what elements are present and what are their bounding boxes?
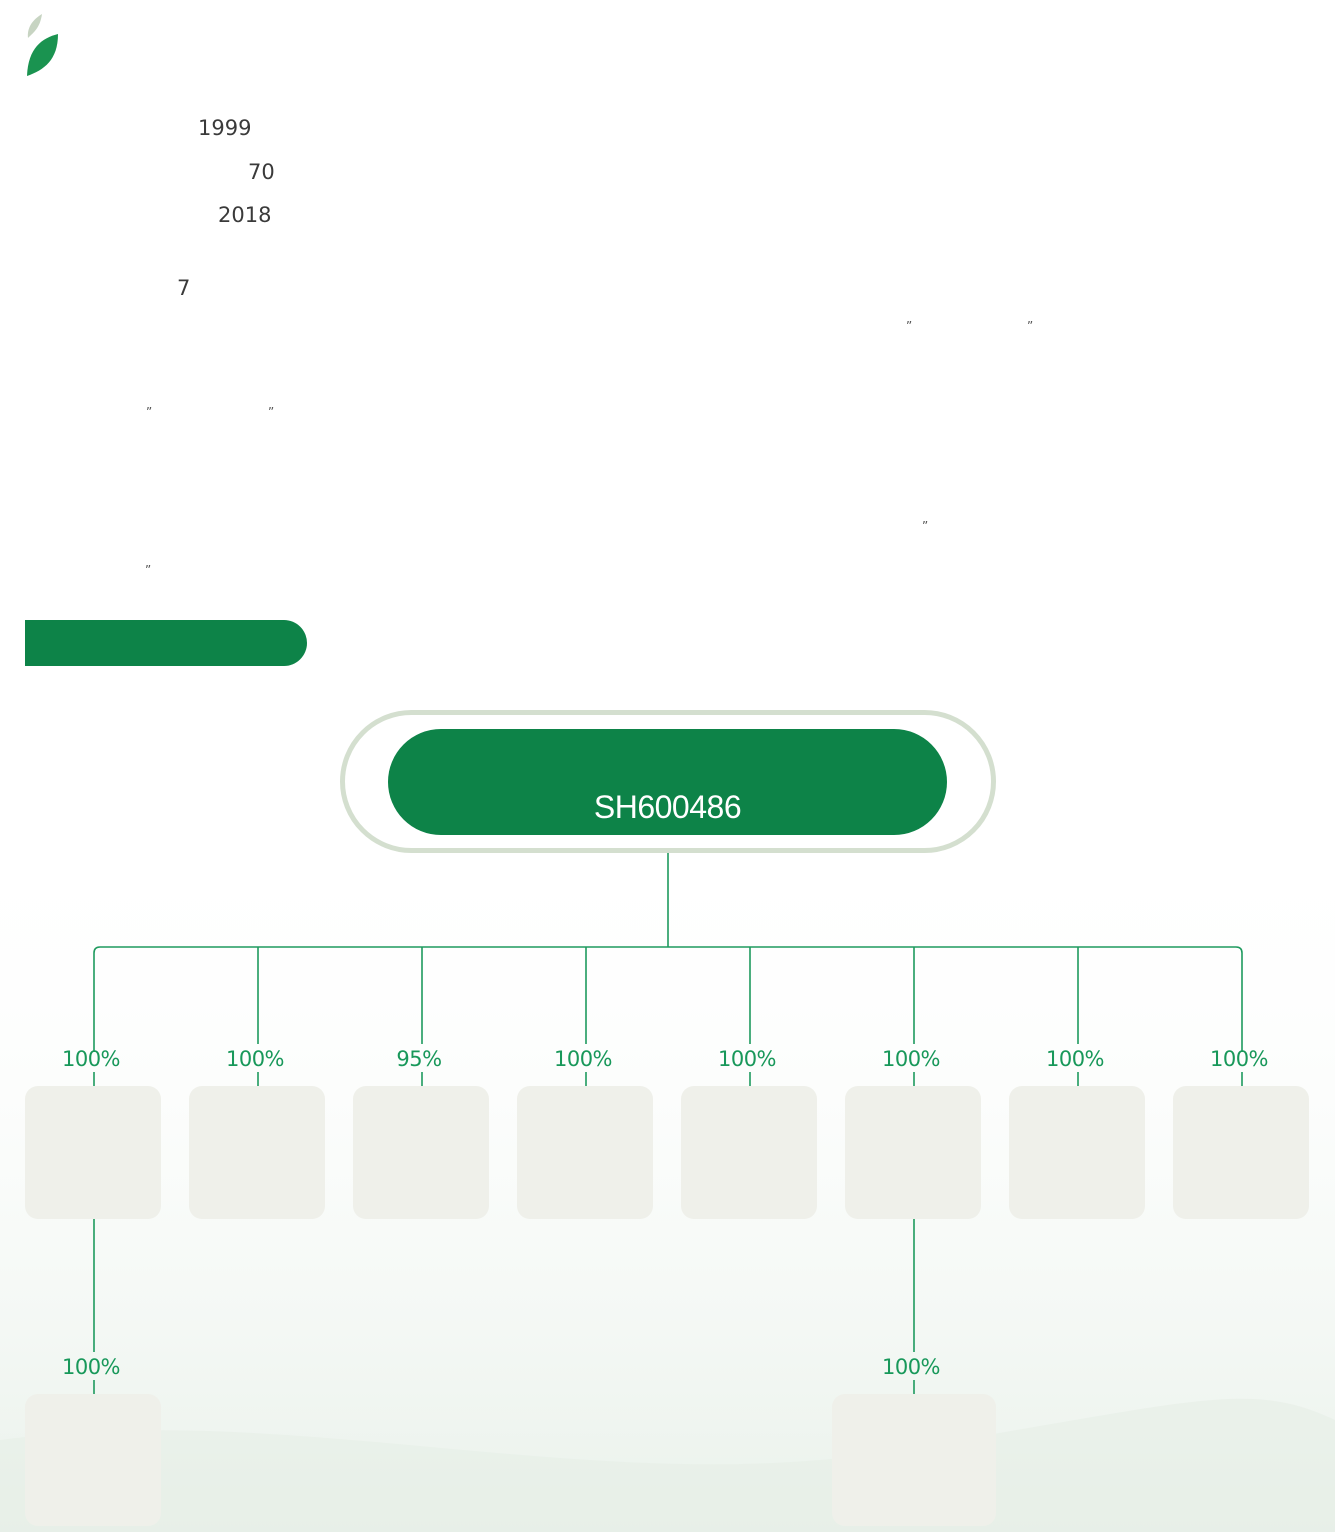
intro-number-70: 70: [248, 160, 275, 184]
share-label: 100%: [1045, 1047, 1105, 1071]
intro-number-7: 7: [177, 276, 191, 300]
subsidiary-box: [25, 1086, 161, 1219]
section-title-bar: [25, 620, 307, 666]
stock-code: SH600486: [593, 789, 742, 825]
root-company-node: SH600486: [388, 729, 947, 835]
share-label: 100%: [553, 1047, 613, 1071]
sub-subsidiary-box: [832, 1394, 996, 1526]
subsidiary-box: [681, 1086, 817, 1219]
company-logo-icon: [27, 14, 58, 76]
share-label: 100%: [881, 1047, 941, 1071]
share-label: 95%: [396, 1047, 442, 1071]
share-label: 100%: [61, 1355, 121, 1379]
share-label: 100%: [61, 1047, 121, 1071]
share-label: 100%: [1209, 1047, 1269, 1071]
subsidiary-box: [845, 1086, 981, 1219]
share-label: 100%: [225, 1047, 285, 1071]
subsidiary-box: [189, 1086, 325, 1219]
subsidiary-box: [517, 1086, 653, 1219]
quote-mark: ”: [922, 519, 929, 533]
quote-mark: ”: [146, 405, 153, 419]
intro-year-2018: 2018: [218, 203, 272, 227]
subsidiary-box: [1009, 1086, 1145, 1219]
quote-mark: ”: [1027, 319, 1034, 333]
quote-mark: ”: [268, 405, 275, 419]
subsidiary-box: [353, 1086, 489, 1219]
sub-subsidiary-box: [25, 1394, 161, 1526]
subsidiary-box: [1173, 1086, 1309, 1219]
share-label: 100%: [717, 1047, 777, 1071]
quote-mark: ”: [906, 319, 913, 333]
share-label: 100%: [881, 1355, 941, 1379]
intro-year-1999: 1999: [198, 116, 252, 140]
quote-mark: ”: [145, 563, 152, 577]
